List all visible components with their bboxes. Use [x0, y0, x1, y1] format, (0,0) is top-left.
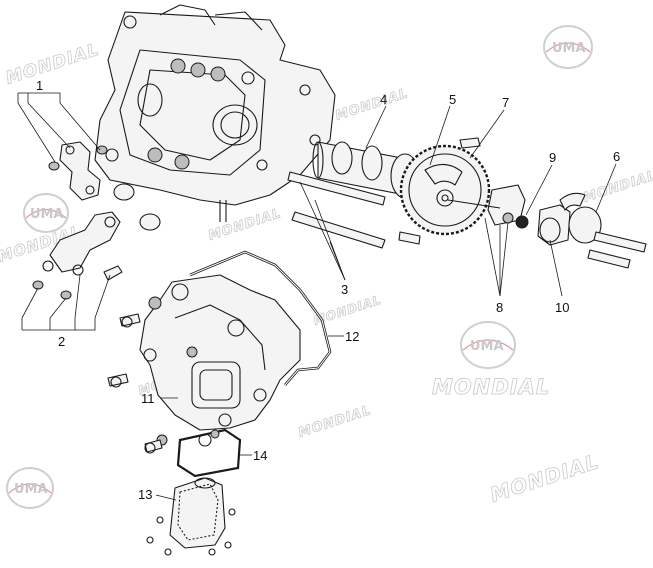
rocker-arm-upper	[48, 141, 161, 231]
callout-13: 13	[138, 487, 152, 502]
watermark-text: MONDIAL	[487, 449, 602, 507]
logo-text: UMA	[470, 339, 504, 354]
cylinder-head	[94, 4, 336, 222]
callout-12: 12	[345, 329, 359, 344]
uma-logo: UMA	[6, 467, 54, 509]
sprocket-bolts	[398, 137, 481, 245]
rocker-shafts	[287, 171, 386, 249]
callout-5: 5	[449, 92, 456, 107]
uma-logo: UMA	[543, 25, 593, 69]
callout-11: 11	[141, 391, 155, 406]
inspection-cap-gasket	[176, 428, 242, 478]
callout-2: 2	[58, 334, 65, 349]
logo-text: UMA	[552, 41, 586, 56]
callout-labels: 1 2 3 4 5 6 7 8 9 10 11 12 13 14	[36, 78, 620, 502]
uma-logo: UMA	[460, 321, 516, 369]
leader-lines	[17, 92, 617, 501]
logo-text: UMA	[30, 207, 64, 222]
cover-gasket	[189, 250, 332, 386]
callout-9: 9	[549, 150, 556, 165]
callout-1: 1	[36, 78, 43, 93]
uma-logo: UMA	[23, 193, 69, 233]
camshaft	[312, 141, 420, 199]
cover-bolts	[107, 296, 198, 454]
watermark-text: MONDIAL	[207, 206, 284, 244]
valve-springs	[147, 58, 226, 170]
watermark-text: MONDIAL	[582, 168, 653, 206]
cam-sprocket	[399, 144, 491, 236]
rocker-arm-lower	[32, 211, 123, 300]
decompressor-assembly	[447, 184, 647, 269]
callout-4: 4	[380, 92, 387, 107]
callout-14: 14	[253, 448, 267, 463]
logo-text: UMA	[14, 482, 48, 497]
callout-7: 7	[502, 95, 509, 110]
watermark-text: MONDIAL	[432, 375, 550, 399]
inspection-cap	[146, 477, 236, 556]
watermark-text: MONDIAL	[3, 40, 101, 89]
watermark-text: MONDIAL	[334, 86, 411, 124]
watermark-text: MONDIAL	[297, 403, 374, 441]
head-cover	[139, 274, 301, 431]
callout-8: 8	[496, 300, 503, 315]
callout-3: 3	[341, 282, 348, 297]
callout-6: 6	[613, 149, 620, 164]
callout-10: 10	[555, 300, 569, 315]
